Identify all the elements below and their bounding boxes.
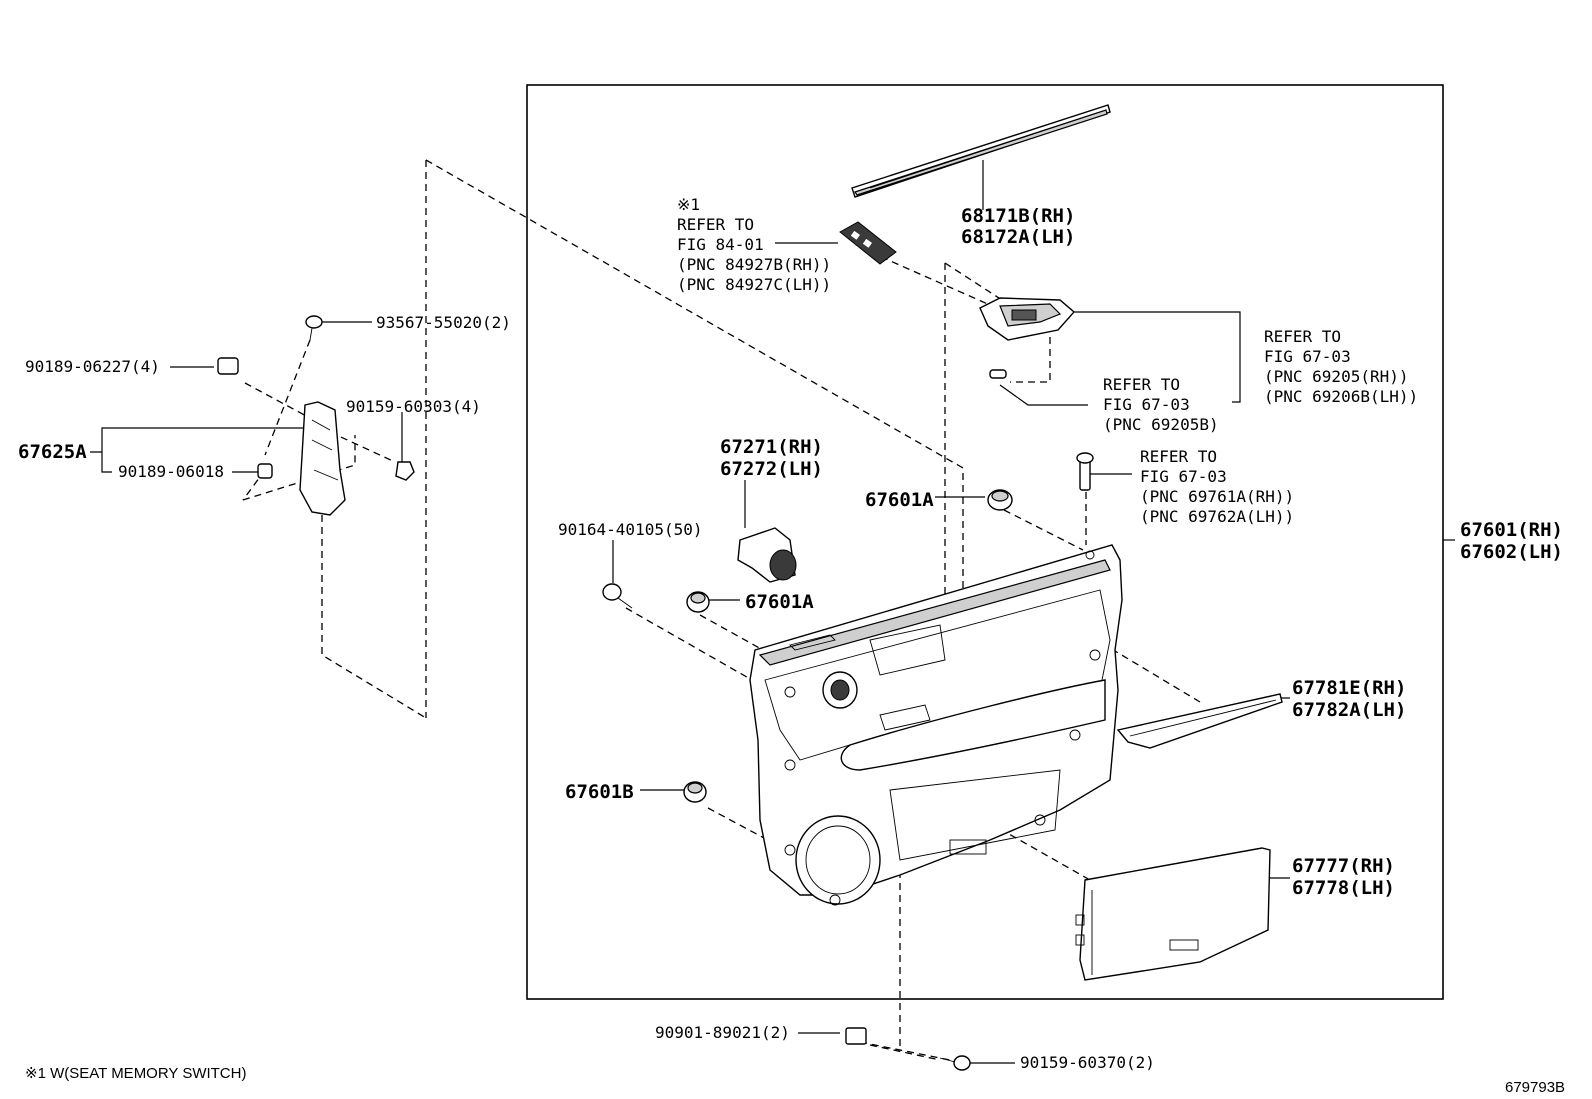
door-trim-panel	[749, 544, 1123, 906]
leader-lines	[90, 160, 1455, 1064]
assembly-frame	[526, 84, 1444, 1000]
label-93567: 93567-55020(2)	[376, 313, 511, 332]
label-ref6903c-l1: REFER TO	[1140, 447, 1217, 466]
labels: 68171B(RH) 68172A(LH) ※1 REFER TO FIG 84…	[18, 195, 1565, 1096]
ornament-strip	[1116, 693, 1283, 749]
label-ref6903b-l3: (PNC 69205B)	[1103, 415, 1219, 434]
label-67601A-upper: 67601A	[865, 489, 934, 511]
label-ref6903a-l2: FIG 67-03	[1264, 347, 1351, 366]
clip-67601A-lower	[686, 591, 710, 613]
label-67601B: 67601B	[565, 781, 634, 803]
clip-90189-06018	[257, 463, 273, 479]
label-90189-06227: 90189-06227(4)	[25, 357, 160, 376]
memory-switch-part	[839, 221, 897, 265]
label-90189-06018: 90189-06018	[118, 462, 224, 481]
clip-90189-06227	[217, 357, 239, 375]
label-68171B: 68171B(RH)	[961, 205, 1075, 227]
inside-handle-part	[979, 297, 1075, 341]
label-90159-60370: 90159-60370(2)	[1020, 1053, 1155, 1072]
clip-67601A-upper	[987, 489, 1013, 511]
bracket-67625A	[299, 401, 346, 516]
label-ref6903a-l1: REFER TO	[1264, 327, 1341, 346]
label-67782A: 67782A(LH)	[1292, 699, 1406, 721]
label-67781E: 67781E(RH)	[1292, 677, 1406, 699]
cap-part	[1076, 452, 1094, 491]
label-ref84-l1: REFER TO	[677, 215, 754, 234]
label-ref6903a-l3: (PNC 69205(RH))	[1264, 367, 1409, 386]
label-67271: 67271(RH)	[720, 436, 823, 458]
clip-90901	[845, 1027, 867, 1045]
label-67777: 67777(RH)	[1292, 855, 1395, 877]
screw-90164	[602, 583, 633, 609]
door-pocket-part	[1075, 847, 1271, 981]
label-67601A-lower: 67601A	[745, 591, 814, 613]
label-67272: 67272(LH)	[720, 458, 823, 480]
label-ref6903b-l2: FIG 67-03	[1103, 395, 1190, 414]
label-ref84-l3: (PNC 84927B(RH))	[677, 255, 831, 274]
label-ref6903c-l4: (PNC 69762A(LH))	[1140, 507, 1294, 526]
label-90159-60303: 90159-60303(4)	[346, 397, 481, 416]
nut-90159-60303	[395, 461, 415, 481]
tweeter-cover-part	[737, 527, 797, 583]
dashed-guides	[242, 159, 1201, 1061]
lock-rod-part	[989, 369, 1007, 379]
weatherstrip-part	[851, 104, 1111, 198]
footnote: ※1 W(SEAT MEMORY SWITCH)	[25, 1065, 246, 1082]
screw-93567	[305, 315, 323, 341]
screw-90159-60370	[939, 1055, 971, 1071]
label-ref6903a-l4: (PNC 69206B(LH))	[1264, 387, 1418, 406]
label-ref6903c-l2: FIG 67-03	[1140, 467, 1227, 486]
label-90164: 90164-40105(50)	[558, 520, 703, 539]
label-67625A: 67625A	[18, 441, 87, 463]
label-90901: 90901-89021(2)	[655, 1023, 790, 1042]
label-ref6903b-l1: REFER TO	[1103, 375, 1180, 394]
label-ref84-mark: ※1	[677, 195, 700, 214]
figure-id: 679793B	[1505, 1079, 1565, 1096]
label-67602: 67602(LH)	[1460, 541, 1563, 563]
label-67778: 67778(LH)	[1292, 877, 1395, 899]
label-ref84-l4: (PNC 84927C(LH))	[677, 275, 831, 294]
label-67601: 67601(RH)	[1460, 519, 1563, 541]
label-ref6903c-l3: (PNC 69761A(RH))	[1140, 487, 1294, 506]
label-ref84-l2: FIG 84-01	[677, 235, 764, 254]
label-68172A: 68172A(LH)	[961, 226, 1075, 248]
clip-67601B	[683, 781, 707, 803]
